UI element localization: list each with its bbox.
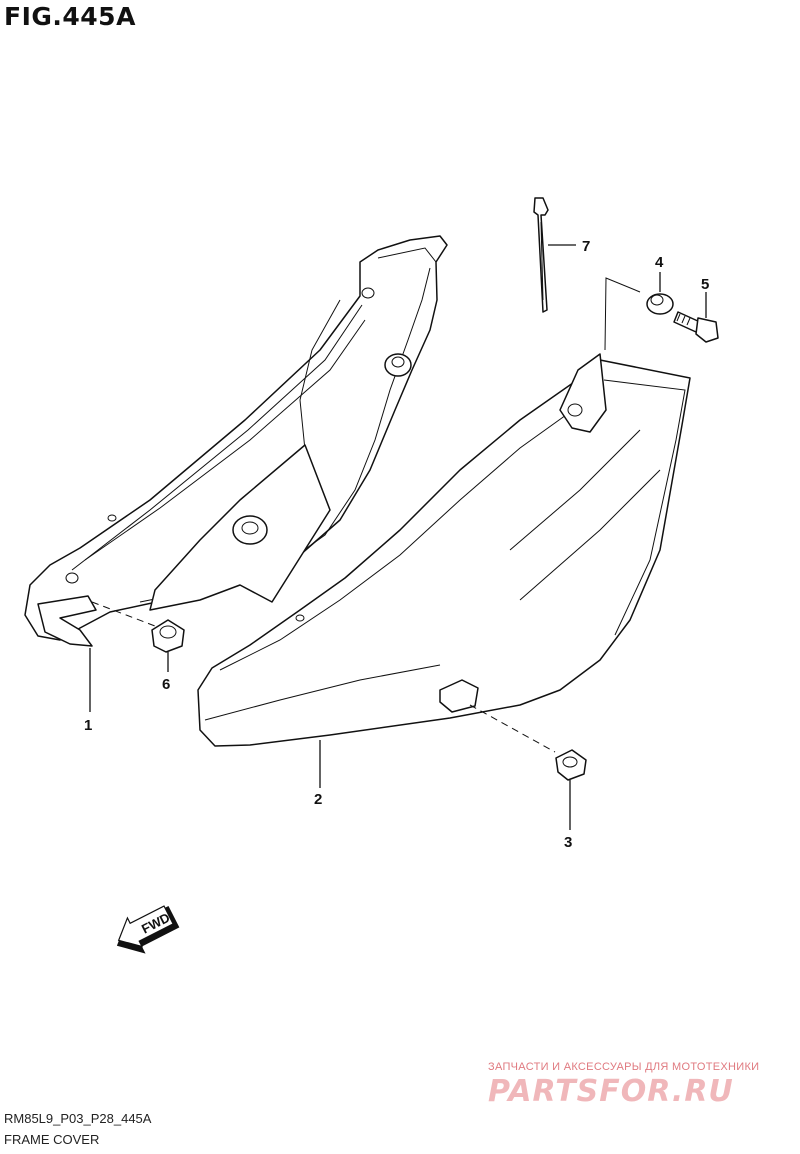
fwd-arrow-icon: FWD bbox=[116, 905, 180, 954]
callout-5[interactable]: 5 bbox=[701, 276, 709, 293]
part-6-grommet[interactable] bbox=[151, 619, 185, 653]
figure-title: FIG.445A bbox=[4, 2, 136, 31]
part-1-left-frame-cover[interactable] bbox=[24, 235, 448, 647]
watermark-tagline: ЗАПЧАСТИ И АКСЕССУАРЫ ДЛЯ МОТОТЕХНИКИ bbox=[488, 1061, 760, 1073]
part-5-bolt[interactable] bbox=[673, 311, 719, 343]
callout-3[interactable]: 3 bbox=[564, 834, 572, 851]
callout-2[interactable]: 2 bbox=[314, 791, 322, 808]
assembly-line-part-3 bbox=[469, 704, 556, 753]
callout-6[interactable]: 6 bbox=[162, 676, 170, 693]
watermark-logo: PARTSFOR.RU bbox=[488, 1074, 734, 1109]
callout-1[interactable]: 1 bbox=[84, 717, 92, 734]
part-4-grommet[interactable] bbox=[646, 293, 674, 315]
figure-code: RM85L9_P03_P28_445A bbox=[4, 1111, 152, 1126]
figure-name: FRAME COVER bbox=[4, 1132, 100, 1147]
part-2-right-frame-cover[interactable] bbox=[197, 353, 691, 747]
assembly-line-part-4 bbox=[604, 277, 641, 351]
callout-4[interactable]: 4 bbox=[655, 254, 664, 271]
callout-7[interactable]: 7 bbox=[582, 238, 590, 255]
part-3-grommet[interactable] bbox=[555, 749, 587, 781]
part-7-cable-tie[interactable] bbox=[533, 197, 549, 313]
